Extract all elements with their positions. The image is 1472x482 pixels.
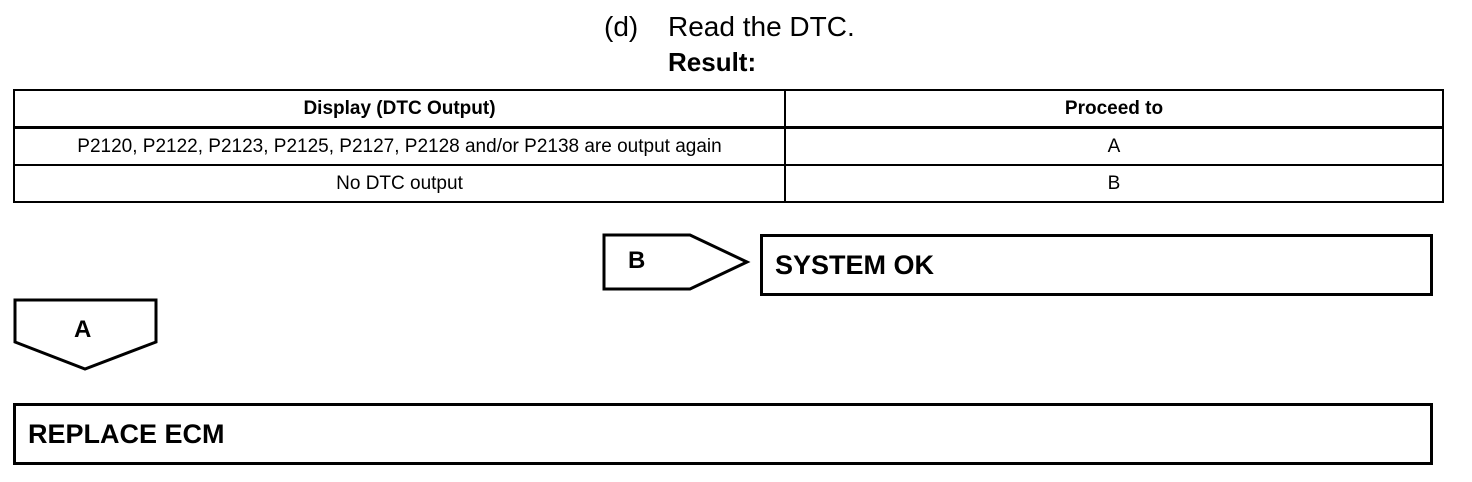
cell-proceed: B bbox=[784, 164, 1444, 203]
result-table: Display (DTC Output) Proceed to P2120, P… bbox=[13, 89, 1444, 203]
system-ok-box: SYSTEM OK bbox=[760, 234, 1433, 296]
branch-a-label: A bbox=[74, 316, 92, 343]
step-number: (d) bbox=[604, 11, 639, 42]
cell-condition: No DTC output bbox=[13, 164, 786, 203]
cell-proceed: A bbox=[784, 126, 1444, 166]
branch-b-arrow-icon bbox=[602, 233, 751, 291]
replace-ecm-box: REPLACE ECM bbox=[13, 403, 1433, 465]
cell-condition: P2120, P2122, P2123, P2125, P2127, P2128… bbox=[13, 126, 786, 166]
table-row: P2120, P2122, P2123, P2125, P2127, P2128… bbox=[13, 126, 1444, 166]
table-header-row: Display (DTC Output) Proceed to bbox=[13, 89, 1444, 129]
header-proceed-to: Proceed to bbox=[784, 89, 1444, 129]
branch-a-arrow-icon bbox=[13, 298, 158, 371]
step-instruction: Read the DTC. bbox=[668, 11, 855, 42]
table-row: No DTC output B bbox=[13, 164, 1444, 203]
header-display-dtc-output: Display (DTC Output) bbox=[13, 89, 786, 129]
branch-b-label: B bbox=[628, 247, 646, 274]
result-heading: Result: bbox=[668, 47, 757, 77]
